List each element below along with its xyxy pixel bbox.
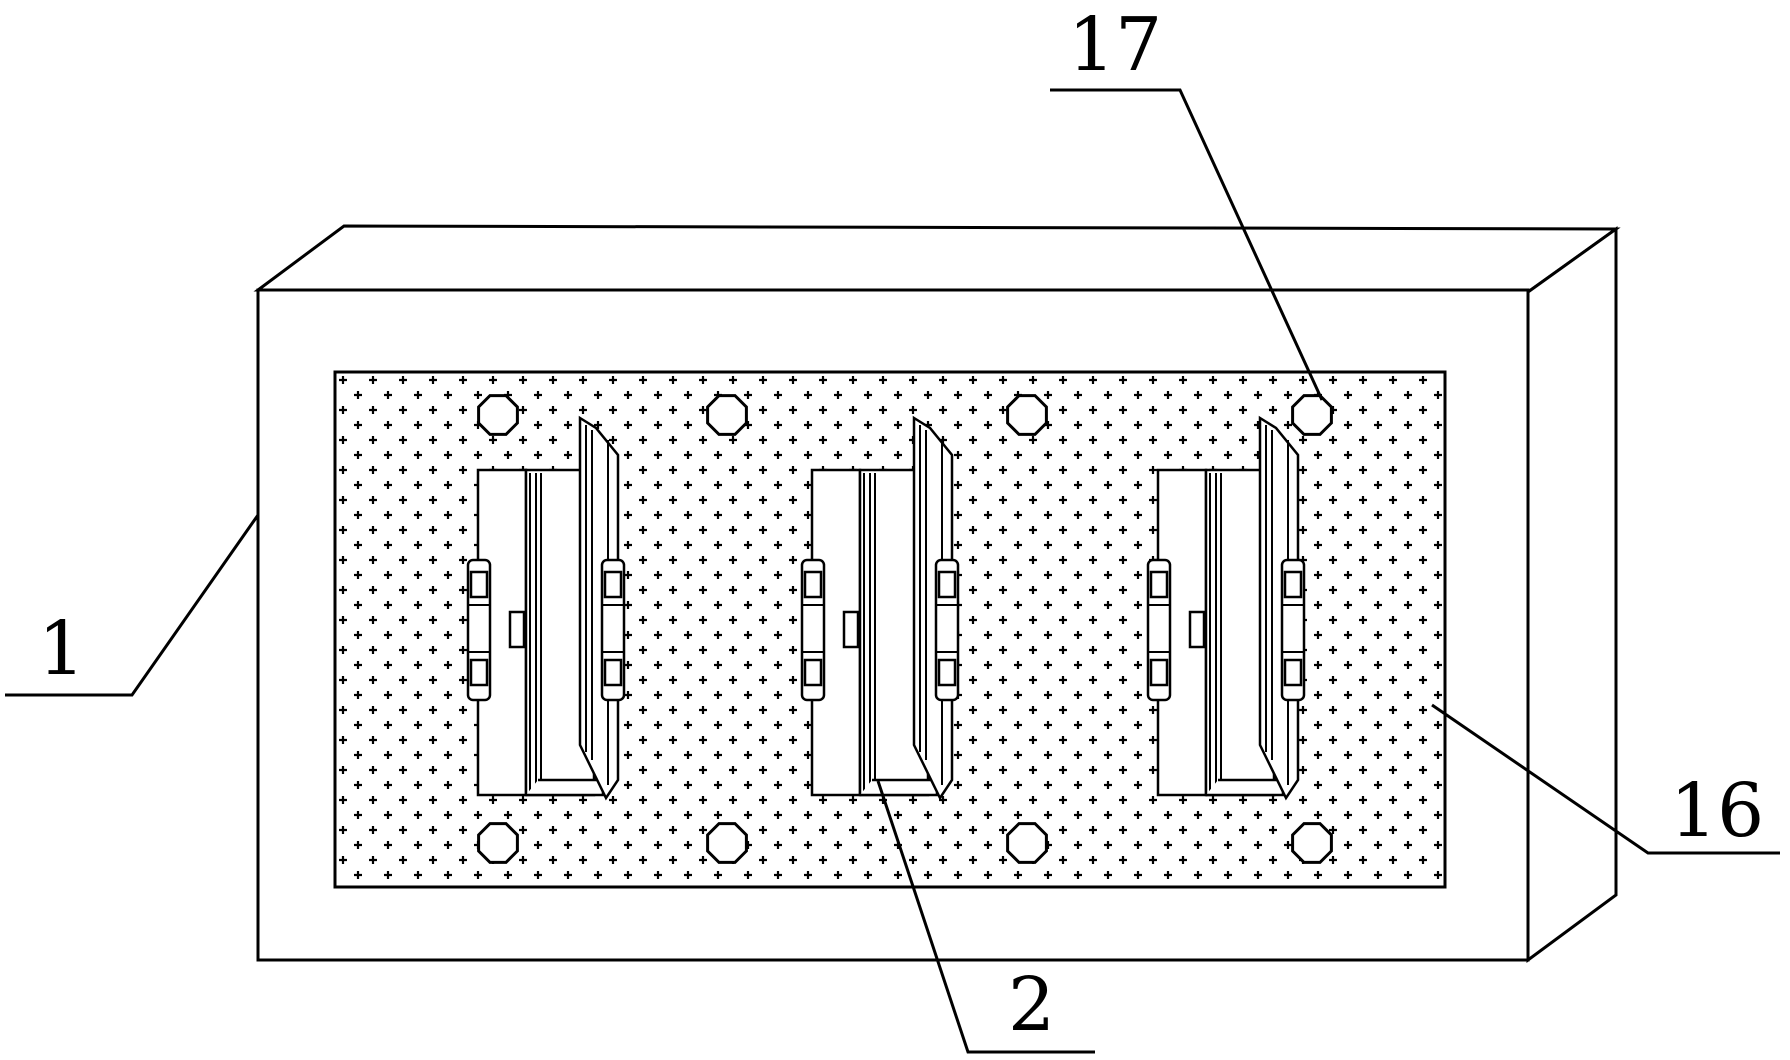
hinge-slot-bottom <box>469 658 489 687</box>
label-16: 16 <box>1670 768 1764 854</box>
hole <box>1291 394 1333 436</box>
label-1: 1 <box>38 606 85 692</box>
hinge-slot-top <box>803 570 823 599</box>
hole <box>477 394 519 436</box>
clip-assembly <box>466 415 626 801</box>
clip-bottom <box>860 778 939 797</box>
hole <box>1006 822 1048 864</box>
housing-side-face <box>1526 226 1618 963</box>
leader-lines <box>5 88 1780 1054</box>
hole <box>1291 822 1333 864</box>
holes-group <box>477 394 1333 864</box>
clips-group <box>466 415 1306 801</box>
leader-line-1 <box>5 514 260 697</box>
clip-knob <box>1188 610 1206 649</box>
hole <box>477 822 519 864</box>
hinge-slot-top <box>469 570 489 599</box>
hole <box>1006 394 1048 436</box>
leader-line-16 <box>1431 703 1780 855</box>
clip-knob <box>842 610 860 649</box>
hinge-slot-top <box>1149 570 1169 599</box>
hinge-slot-top <box>1283 570 1303 599</box>
clip-assembly <box>800 415 960 801</box>
clip-knob <box>508 610 526 649</box>
hinge-slot-bottom <box>1149 658 1169 687</box>
housing-top-face <box>253 224 1621 294</box>
label-17: 17 <box>1068 2 1162 88</box>
hole <box>706 394 748 436</box>
clip-bottom <box>1206 778 1285 797</box>
hinge-slot-bottom <box>603 658 623 687</box>
clip-bottom <box>526 778 605 797</box>
leader-line-17 <box>1050 88 1324 401</box>
hinge-slot-bottom <box>937 658 957 687</box>
hinge-slot-top <box>937 570 957 599</box>
hole <box>706 822 748 864</box>
hinge-slot-bottom <box>1283 658 1303 687</box>
label-2: 2 <box>1008 962 1055 1048</box>
leader-line-2 <box>876 780 1095 1054</box>
hinge-slot-bottom <box>803 658 823 687</box>
hinge-slot-top <box>603 570 623 599</box>
clip-assembly <box>1146 415 1306 801</box>
